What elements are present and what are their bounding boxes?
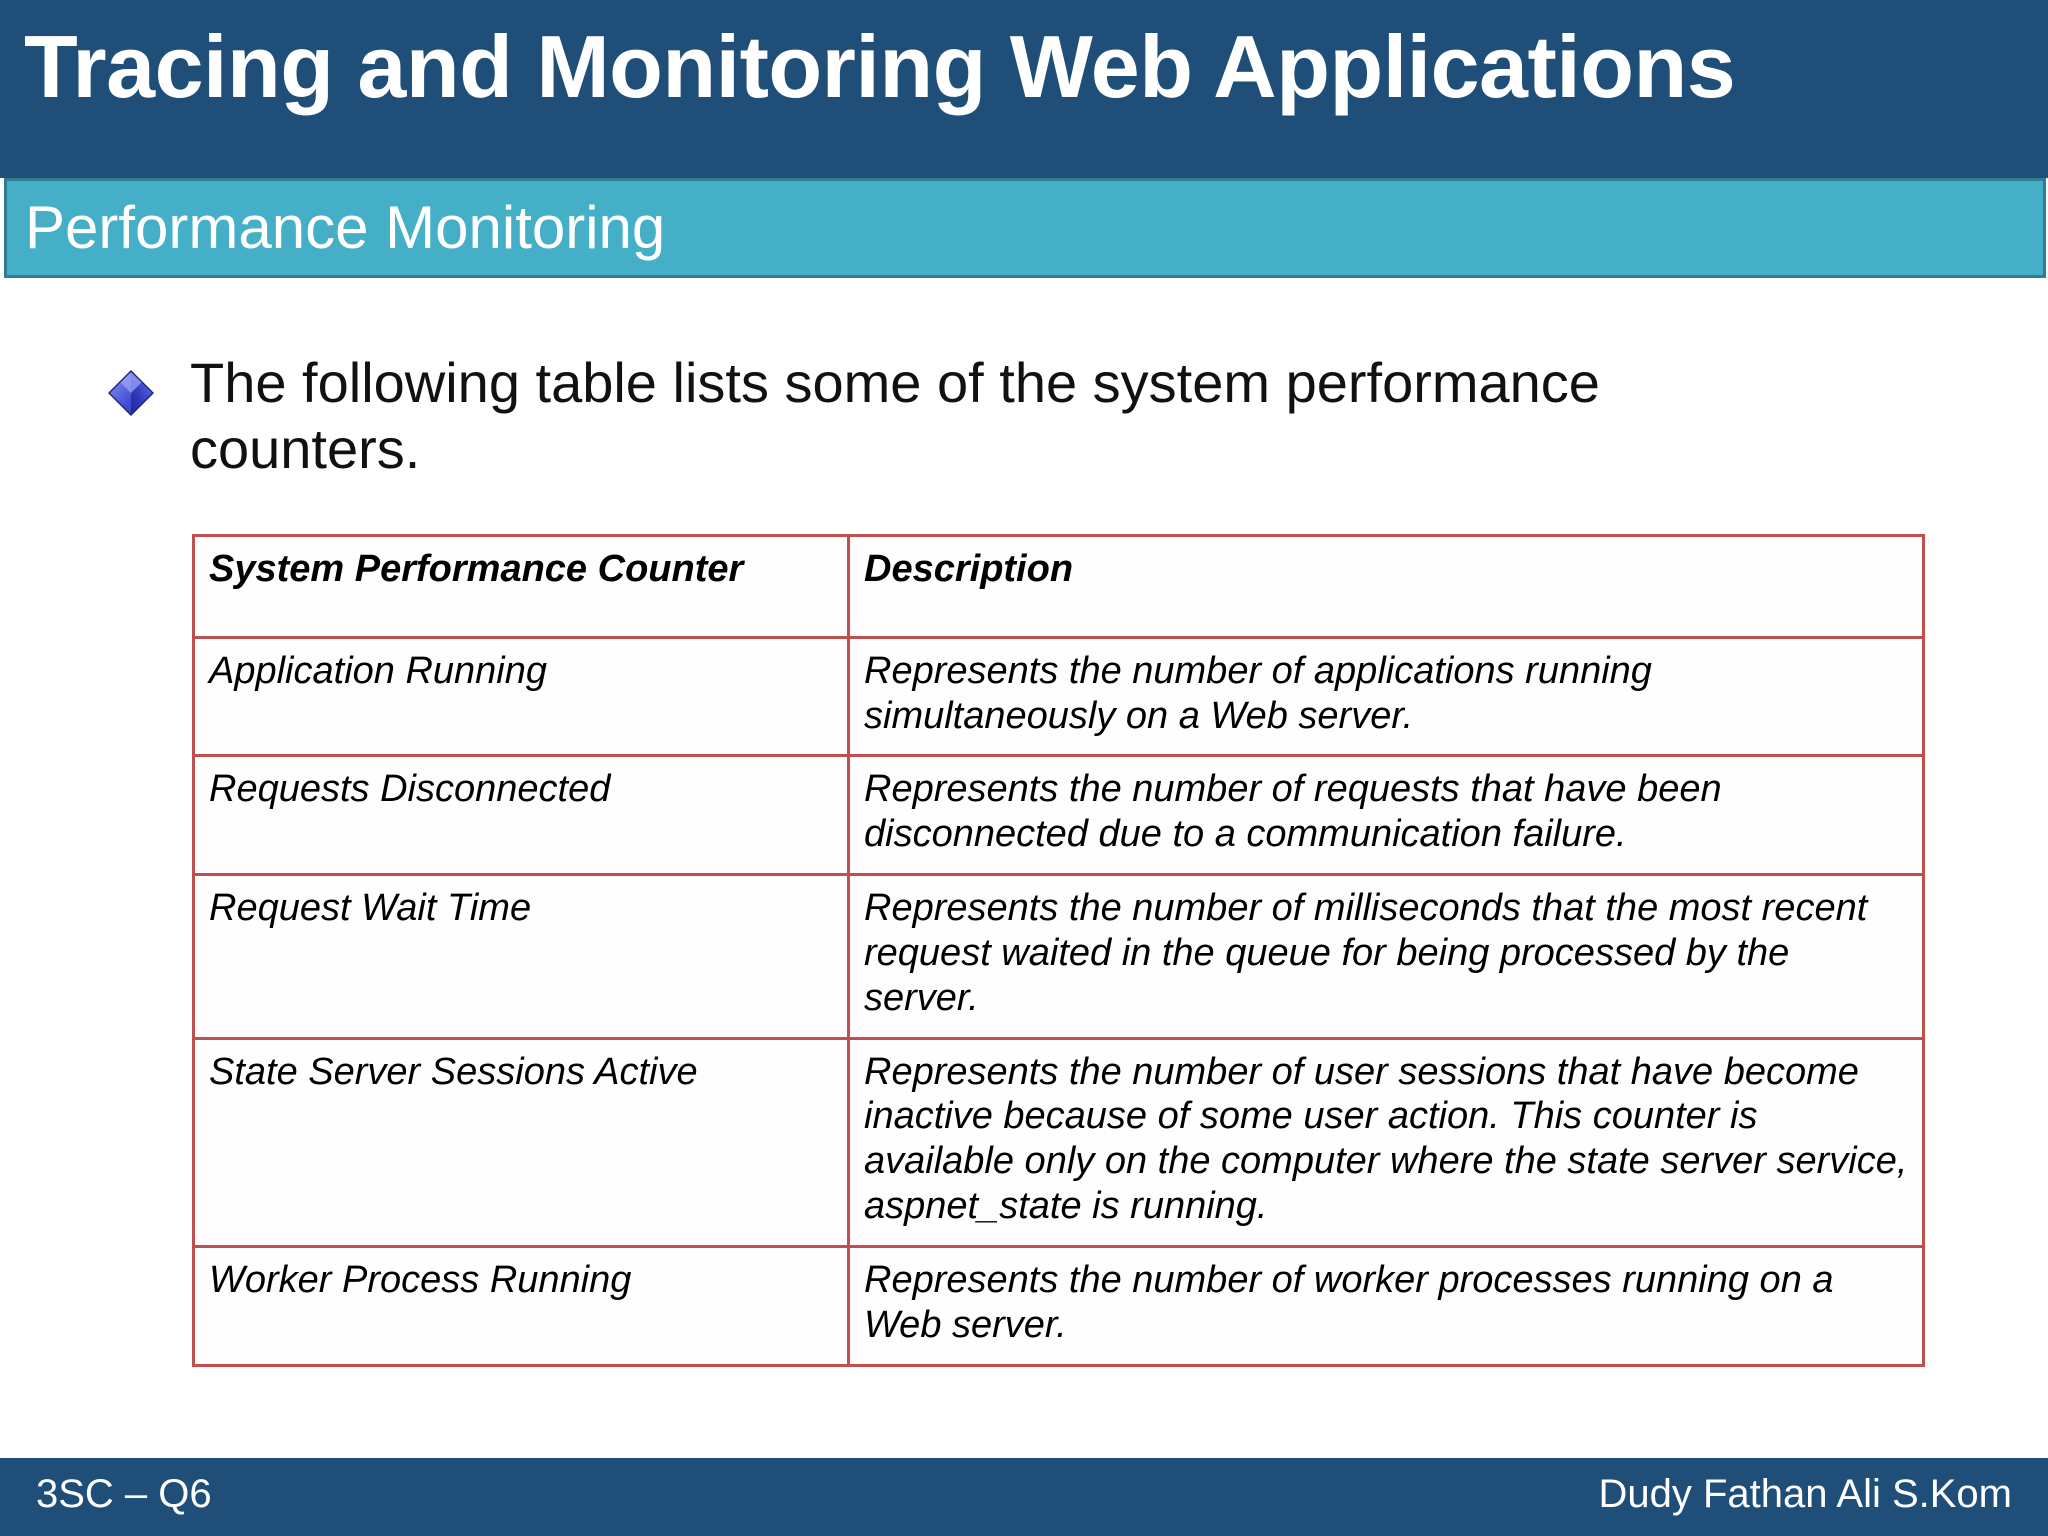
footer-course-code: 3SC – Q6 <box>36 1472 212 1516</box>
cell-counter-name: Worker Process Running <box>192 1244 850 1367</box>
column-header-description: Description <box>847 534 1925 639</box>
footer-author: Dudy Fathan Ali S.Kom <box>1598 1472 2012 1516</box>
slide-footer-bar: 3SC – Q6 Dudy Fathan Ali S.Kom <box>0 1458 2048 1536</box>
cell-counter-description: Represents the number of requests that h… <box>847 754 1925 877</box>
table-row: Request Wait Time Represents the number … <box>192 873 1925 1040</box>
system-performance-counter-table: System Performance Counter Description A… <box>192 534 1925 1367</box>
slide-content: The following table lists some of the sy… <box>0 278 2048 1458</box>
table-row: Application Running Represents the numbe… <box>192 635 1925 758</box>
cell-counter-name: Requests Disconnected <box>192 754 850 877</box>
slide-subtitle: Performance Monitoring <box>25 194 666 261</box>
cell-counter-description: Represents the number of user sessions t… <box>847 1036 1925 1248</box>
slide-subtitle-bar: Performance Monitoring <box>4 178 2046 278</box>
cell-counter-name: Request Wait Time <box>192 873 850 1040</box>
bullet-paragraph: The following table lists some of the sy… <box>108 350 1788 482</box>
slide-title-bar: Tracing and Monitoring Web Applications <box>0 0 2048 178</box>
blue-diamond-bullet-icon <box>108 370 154 416</box>
cell-counter-description: Represents the number of worker processe… <box>847 1244 1925 1367</box>
cell-counter-name: Application Running <box>192 635 850 758</box>
slide-title: Tracing and Monitoring Web Applications <box>24 17 1736 116</box>
table-row: State Server Sessions Active Represents … <box>192 1036 1925 1248</box>
cell-counter-name: State Server Sessions Active <box>192 1036 850 1248</box>
column-header-counter: System Performance Counter <box>192 534 850 639</box>
cell-counter-description: Represents the number of milliseconds th… <box>847 873 1925 1040</box>
table-row: Requests Disconnected Represents the num… <box>192 754 1925 877</box>
table-header-row: System Performance Counter Description <box>192 534 1925 639</box>
cell-counter-description: Represents the number of applications ru… <box>847 635 1925 758</box>
bullet-text: The following table lists some of the sy… <box>190 351 1600 481</box>
table-row: Worker Process Running Represents the nu… <box>192 1244 1925 1367</box>
